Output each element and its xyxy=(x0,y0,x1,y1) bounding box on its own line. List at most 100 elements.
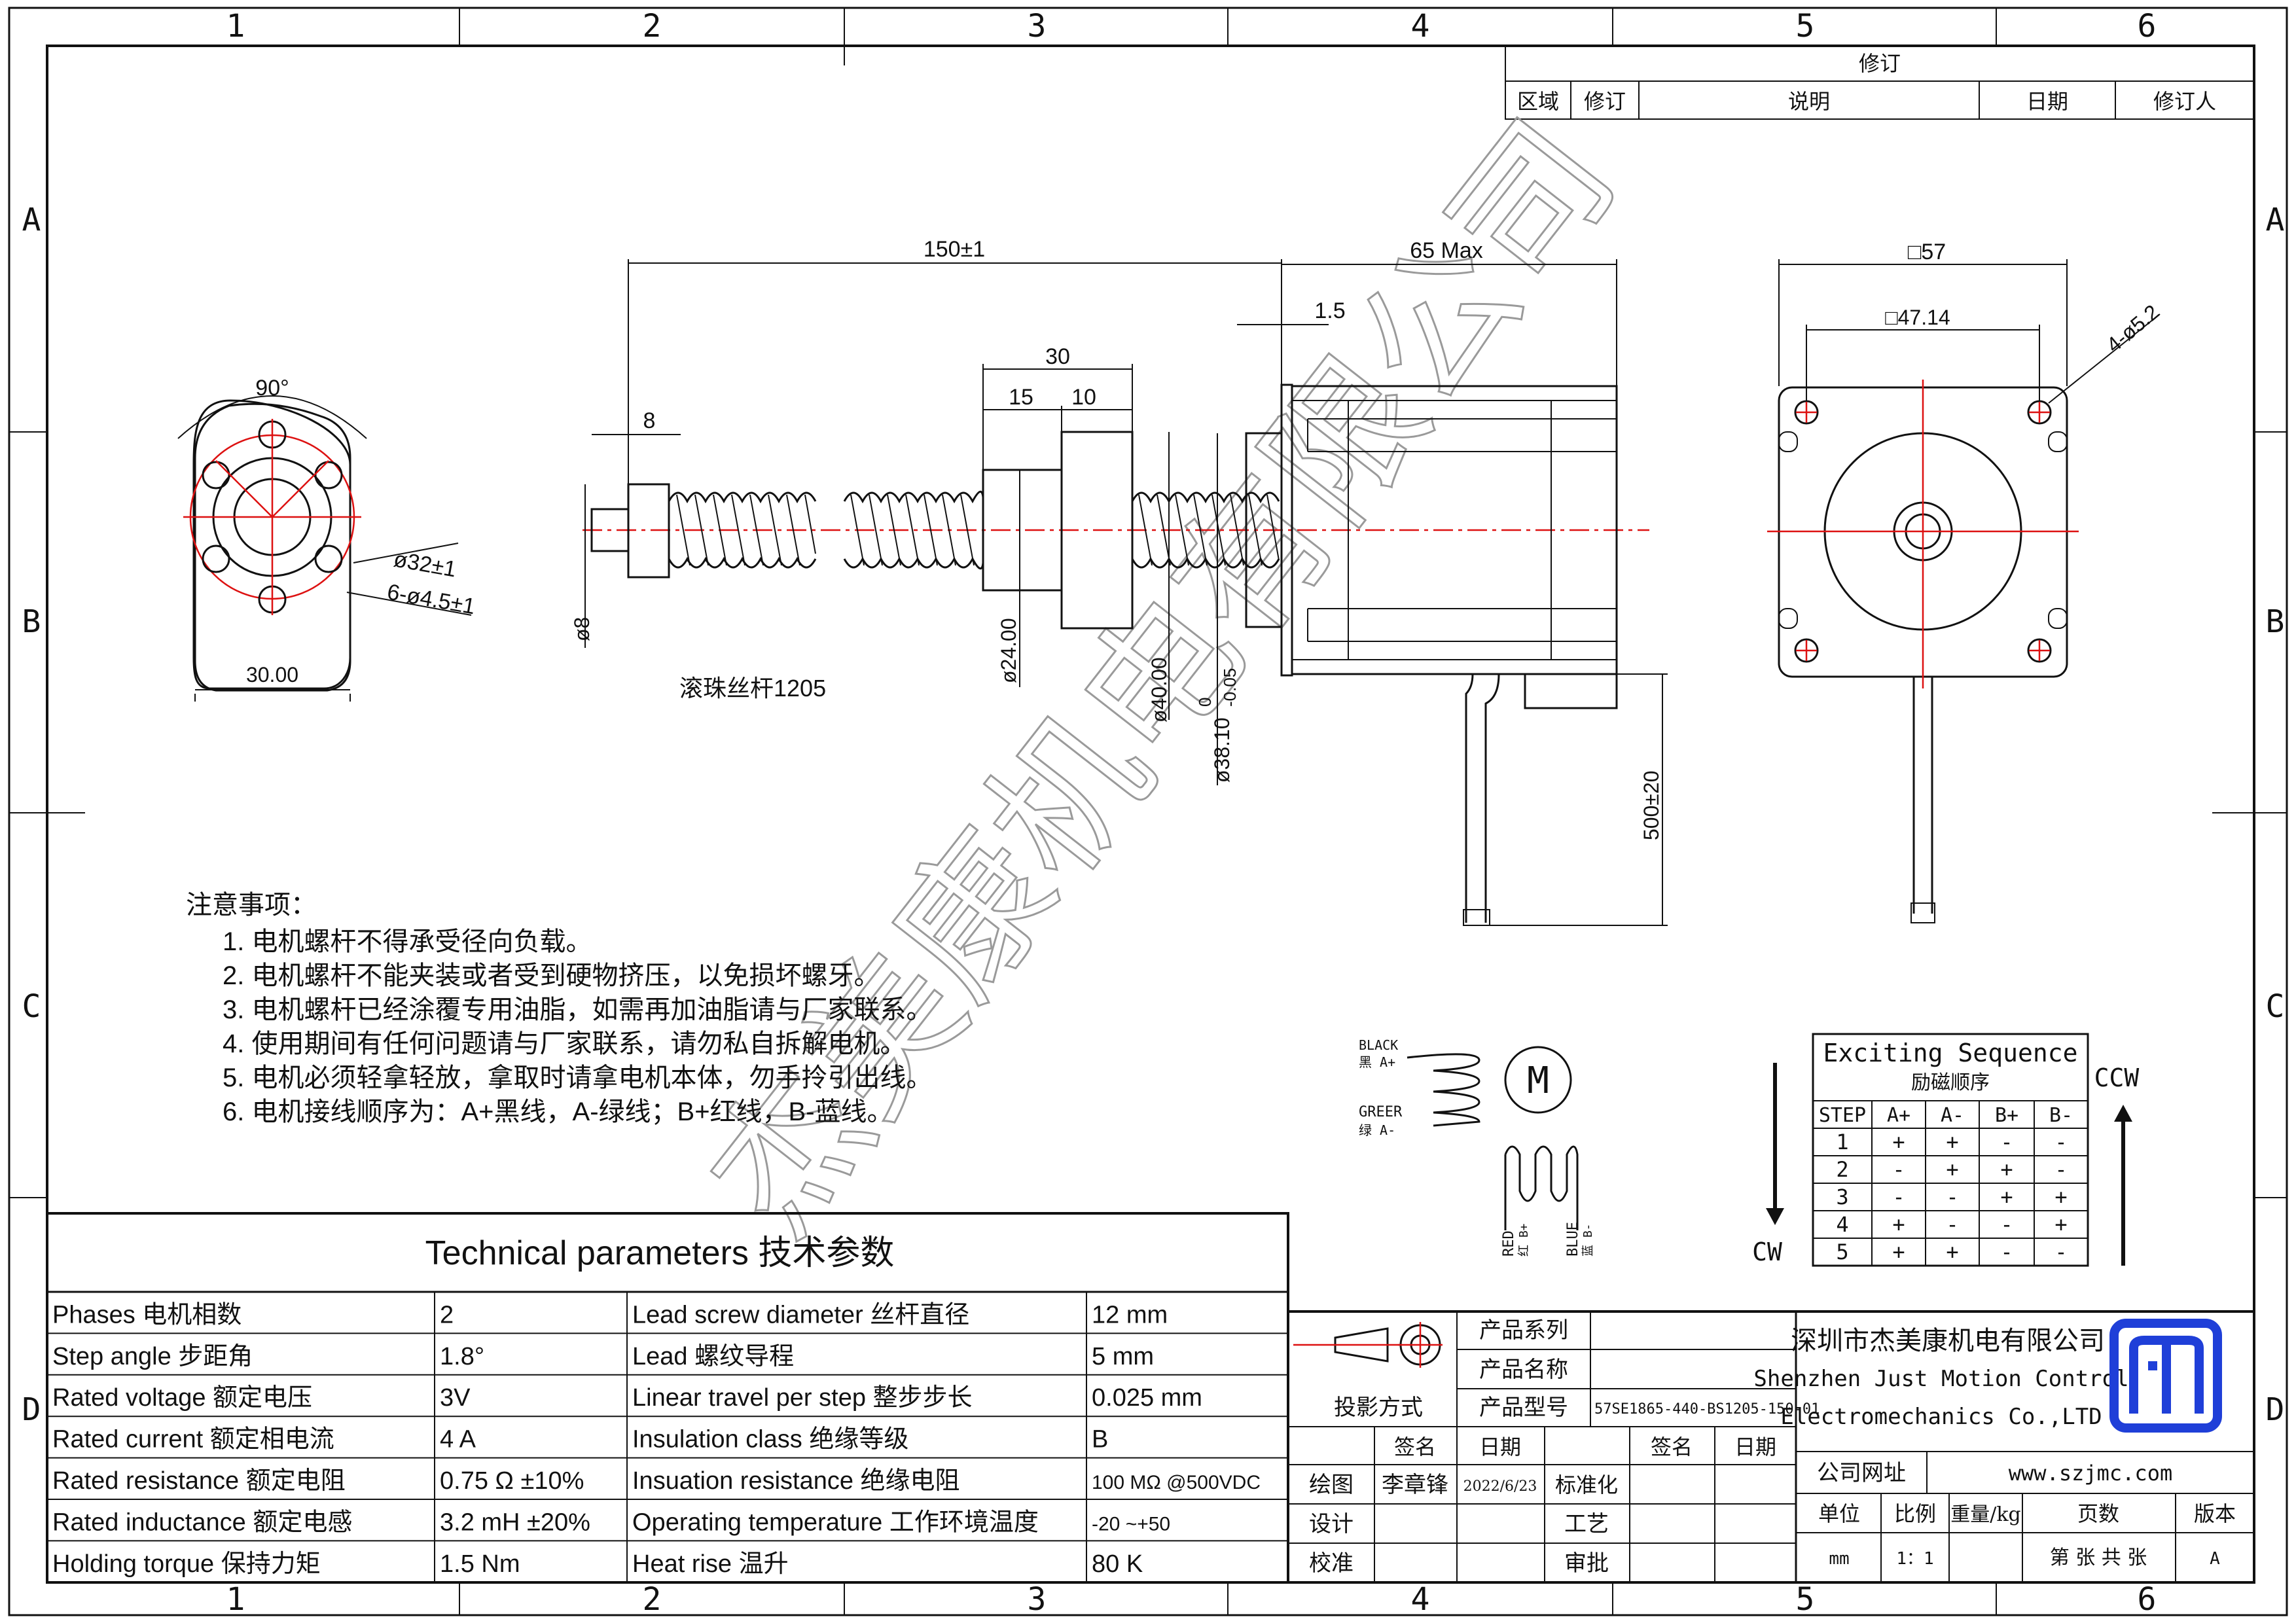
projection-symbol xyxy=(1293,1322,1443,1368)
website-label: 公司网址 xyxy=(1817,1460,1906,1486)
row-label-right: B xyxy=(2266,603,2285,640)
check-label: 校准 xyxy=(1309,1550,1354,1577)
frame-row-labels: A B C D A B C D xyxy=(22,202,2285,1428)
dim-pilot-tol-upper: 0 xyxy=(1195,698,1215,707)
company-en-2: Electromechanics Co.,LTD xyxy=(1780,1404,2102,1430)
dim-nut-b: 10 xyxy=(1071,385,1096,410)
tech-param-label: Rated resistance 额定电阻 xyxy=(52,1467,346,1495)
sequence-value-cell: - xyxy=(2054,1157,2067,1182)
sequence-value-cell: 2 xyxy=(1836,1157,1848,1182)
sequence-value-cell: - xyxy=(1892,1185,1905,1209)
sequence-value-cell: 4 xyxy=(1836,1212,1848,1237)
sequence-value-cell: + xyxy=(2054,1212,2067,1237)
scale-value: 1：1 xyxy=(1896,1549,1933,1569)
row-label-right: C xyxy=(2266,988,2285,1025)
sequence-value-cell: + xyxy=(1946,1157,1958,1182)
version-label: 版本 xyxy=(2194,1501,2236,1526)
sequence-value-cell: - xyxy=(2000,1240,2013,1264)
mount-hole xyxy=(1794,638,1819,663)
sequence-header-cell: B- xyxy=(2049,1104,2073,1127)
nut-flange-end-view: 90° ø32±1 6-ø4.5±1 30.00 xyxy=(177,376,477,702)
website: www.szjmc.com xyxy=(2009,1461,2172,1486)
tech-param-value: 4 A xyxy=(440,1426,476,1454)
note-item: 6. 电机接线顺序为：A+黑线，A-绿线；B+红线，B-蓝线。 xyxy=(223,1097,893,1126)
tech-param-label: Rated inductance 额定电感 xyxy=(52,1508,352,1536)
row-label-right: A xyxy=(2266,202,2285,238)
col-label-bottom: 5 xyxy=(1796,1581,1815,1618)
sequence-value-cell: + xyxy=(1892,1212,1905,1237)
dim-side-pcd: ø32±1 xyxy=(392,546,458,582)
note-item: 2. 电机螺杆不能夹装或者受到硬物挤压，以免损坏螺牙。 xyxy=(223,961,880,990)
sequence-header-cell: A- xyxy=(1941,1104,1964,1127)
tech-param-label: Phases 电机相数 xyxy=(52,1301,242,1329)
pages-value: 第 张 共 张 xyxy=(2050,1546,2147,1569)
col-label-bottom: 2 xyxy=(643,1581,662,1618)
sequence-title: Exciting Sequence xyxy=(1823,1039,2078,1067)
col-label-top: 6 xyxy=(2138,8,2157,45)
col-label-bottom: 4 xyxy=(1411,1581,1430,1618)
ccw-label: CCW xyxy=(2094,1063,2140,1092)
dim-side-holes: 6-ø4.5±1 xyxy=(386,579,477,619)
sequence-value-cell: 3 xyxy=(1836,1185,1848,1209)
tech-param-label: Lead screw diameter 丝杆直径 xyxy=(632,1301,969,1329)
tech-param-label: Linear travel per step 整步步长 xyxy=(632,1384,973,1412)
dim-flange: 1.5 xyxy=(1314,298,1345,323)
wire-green-cn: 绿 A- xyxy=(1359,1122,1395,1138)
wire-black-label: BLACK xyxy=(1359,1037,1398,1053)
design-label: 设计 xyxy=(1309,1511,1354,1537)
wiring-diagram: BLACK 黑 A+ GREER 绿 A- M RED 红 B+ BLUE 蓝 … xyxy=(1359,1037,1595,1257)
wire-blue-label: BLUE xyxy=(1565,1222,1581,1257)
tech-param-value: 1.8° xyxy=(440,1343,484,1370)
sign-header: 签名 xyxy=(1394,1435,1436,1459)
model-value: 57SE1865-440-BS1205-150-01 xyxy=(1594,1401,1820,1418)
scale-label: 比例 xyxy=(1894,1501,1936,1526)
row-label-left: B xyxy=(22,603,41,640)
note-item: 5. 电机必须轻拿轻放，拿取时请拿电机本体，勿手拎引出线。 xyxy=(223,1063,932,1092)
sequence-cell xyxy=(2034,1238,2089,1266)
sequence-value-cell: + xyxy=(2000,1185,2013,1209)
tech-param-label: Operating temperature 工作环境温度 xyxy=(632,1508,1039,1536)
linear-actuator-side-view: 150±1 65 Max 1.5 30 15 10 8 ø8 ø24.00 ø4… xyxy=(570,237,1668,926)
row-label-right: D xyxy=(2266,1391,2285,1428)
note-item: 1. 电机螺杆不得承受径向负载。 xyxy=(223,927,592,956)
revision-header: 区域 xyxy=(1517,90,1559,113)
screw-thread-right xyxy=(843,490,1280,570)
col-label-bottom: 6 xyxy=(2138,1581,2157,1618)
sequence-value-cell: - xyxy=(1946,1185,1958,1209)
wire-black-cn: 黑 A+ xyxy=(1359,1054,1395,1070)
sequence-value-cell: + xyxy=(1892,1130,1905,1154)
row-label-left: A xyxy=(22,202,41,238)
motor-symbol: M xyxy=(1527,1060,1549,1102)
coil-a xyxy=(1407,1053,1480,1127)
date-header: 日期 xyxy=(1479,1435,1521,1459)
notes-title: 注意事项： xyxy=(186,891,317,919)
wire-green-label: GREER xyxy=(1359,1104,1403,1120)
sequence-header-cell: A+ xyxy=(1887,1104,1910,1127)
motor-symbol-circle xyxy=(1504,1046,1572,1114)
process-label: 工艺 xyxy=(1564,1511,1609,1537)
tech-param-value: 0.75 Ω ±10% xyxy=(440,1467,584,1495)
drawn-date: 2022/6/23 xyxy=(1463,1478,1537,1495)
name-label: 产品名称 xyxy=(1479,1357,1568,1383)
revision-table: 修订 区域 修订 说明 日期 修订人 xyxy=(1505,45,2255,120)
sequence-value-cell: + xyxy=(1892,1240,1905,1264)
motor-front-view: □57 □47.14 4-ø5.2 xyxy=(1767,240,2163,923)
tech-param-label: Heat rise 温升 xyxy=(632,1550,789,1578)
dim-nut-dia: ø24.00 xyxy=(997,618,1020,683)
dim-shaft-dia: ø8 xyxy=(570,617,594,641)
tech-param-value: -20 ~+50 xyxy=(1092,1513,1170,1535)
dim-pilot-dia: ø38.10 xyxy=(1210,717,1234,783)
weight-label: 重量/kg xyxy=(1950,1503,2021,1526)
mount-hole xyxy=(2027,400,2052,425)
pages-label: 页数 xyxy=(2077,1501,2119,1526)
company-cn: 深圳市杰美康机电有限公司 xyxy=(1791,1326,2105,1356)
col-label-top: 2 xyxy=(643,8,662,45)
dim-motor-length: 65 Max xyxy=(1410,238,1483,263)
dim-end-length: 8 xyxy=(643,408,656,433)
tech-param-label: Insuation resistance 绝缘电阻 xyxy=(632,1467,960,1495)
dim-total-length: 150±1 xyxy=(924,237,985,262)
frame-column-labels: 1 2 3 4 5 6 1 2 3 4 5 6 xyxy=(226,8,2157,1618)
drawn-label: 绘图 xyxy=(1309,1472,1354,1498)
tech-param-value: 80 K xyxy=(1092,1550,1143,1578)
dim-side-width: 30.00 xyxy=(246,663,298,687)
